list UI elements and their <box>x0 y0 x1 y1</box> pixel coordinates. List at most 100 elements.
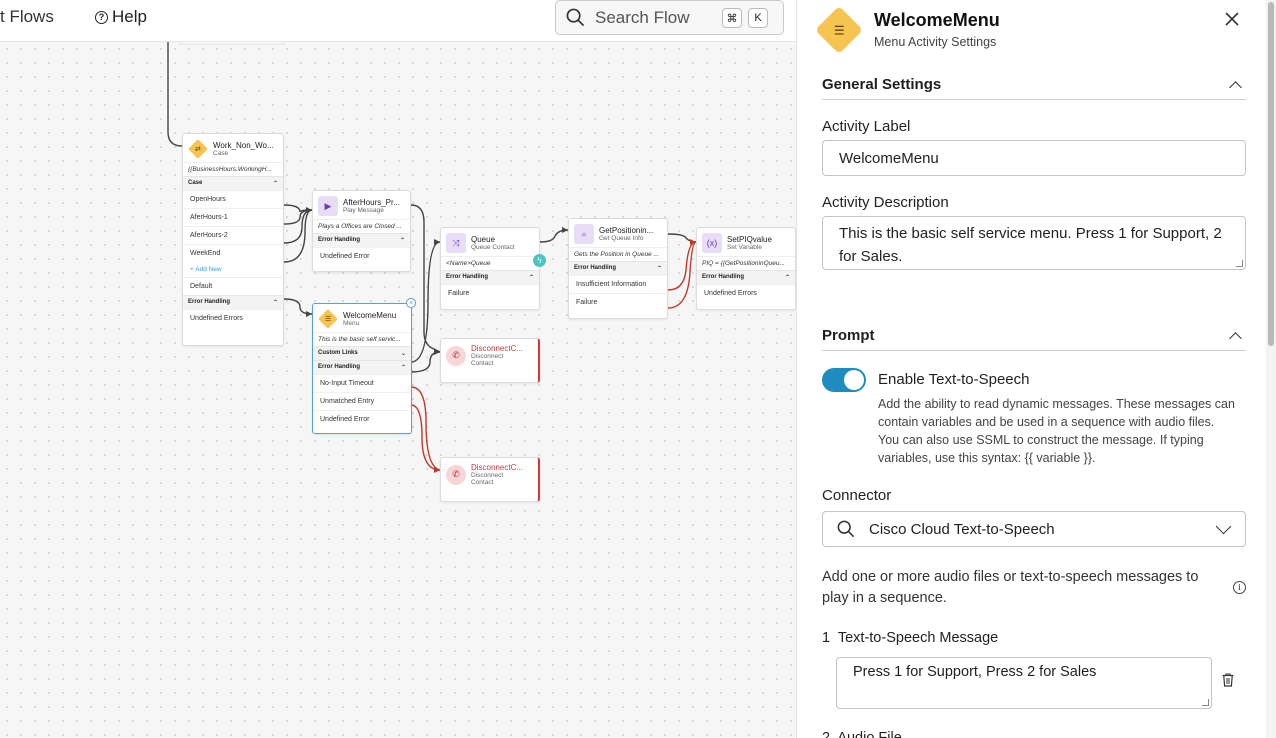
section-error-handling[interactable]: Error Handling⌃ <box>697 270 795 284</box>
get-queue-info-icon: ⌕ <box>574 224 594 244</box>
wire-unmatched-error <box>410 404 441 471</box>
section-error-handling[interactable]: Error Handling⌃ <box>441 270 539 284</box>
error-row-no-input-timeout[interactable]: No-Input Timeout <box>313 374 411 392</box>
node-title: Work_Non_Wo... <box>213 141 274 150</box>
tts-message-textarea[interactable]: Press 1 for Support, Press 2 for Sales <box>836 657 1212 709</box>
help-label: Help <box>112 7 147 26</box>
chevron-up-icon: ⌃ <box>784 275 790 281</box>
flow-canvas[interactable]: ⇄ Work_Non_Wo... Case {{BusinessHours.Wo… <box>0 42 796 738</box>
help-link[interactable]: ? Help <box>95 7 147 27</box>
node-description: {{BusinessHours.WorkingH... <box>183 162 283 176</box>
wire-default <box>283 298 313 315</box>
node-case[interactable]: ⇄ Work_Non_Wo... Case {{BusinessHours.Wo… <box>182 133 284 346</box>
node-type: Case <box>213 150 229 157</box>
panel-scrollbar[interactable] <box>1266 0 1276 738</box>
error-row-failure[interactable]: Failure <box>441 284 539 302</box>
chevron-down-icon: ⌄ <box>400 351 406 357</box>
section-error-handling[interactable]: Error Handling⌃ <box>313 360 411 374</box>
node-type: Disconnect <box>471 353 504 360</box>
error-row-undefined[interactable]: Undefined Error <box>313 247 410 265</box>
search-flow-input[interactable]: Search Flow ⌘ K <box>555 0 784 35</box>
wire-weekend <box>283 209 313 263</box>
panel-subtitle: Menu Activity Settings <box>874 35 997 49</box>
command-key-hint: ⌘ <box>722 8 742 28</box>
section-error-handling[interactable]: Error Handling⌃ <box>183 295 283 309</box>
activity-settings-panel: ☰ WelcomeMenu Menu Activity Settings Gen… <box>796 0 1266 738</box>
activity-label-input[interactable]: WelcomeMenu <box>822 140 1246 176</box>
section-error-handling[interactable]: Error Handling⌃ <box>569 261 667 275</box>
arrow-welcome <box>306 311 312 317</box>
wire-welcome-to-queue <box>410 241 441 363</box>
node-getposition[interactable]: ⌕ GetPositionin... Get Queue Info Gets t… <box>568 218 668 319</box>
node-type: Queue Contact <box>471 244 515 251</box>
case-row-weekend[interactable]: WeekEnd <box>183 244 283 262</box>
error-row-failure[interactable]: Failure <box>569 293 667 311</box>
node-type: Get Queue Info <box>599 235 644 242</box>
search-placeholder: Search Flow <box>595 7 690 27</box>
chevron-down-icon <box>1215 518 1232 535</box>
connection-wires <box>167 42 697 473</box>
error-row-insufficient-information[interactable]: Insufficient Information <box>569 275 667 293</box>
add-new-case-button[interactable]: + Add New <box>190 266 222 273</box>
node-description: <Name>Queue <box>441 256 539 270</box>
prompt-header[interactable]: Prompt <box>822 321 1246 351</box>
node-title: Queue <box>471 235 496 244</box>
node-disconnect-2[interactable]: ✆ DisconnectC... Disconnect Contact <box>440 457 540 502</box>
info-icon[interactable]: i <box>1233 581 1246 594</box>
delete-trash-icon[interactable] <box>1222 673 1234 687</box>
chevron-up-icon: ⌃ <box>272 300 278 306</box>
help-icon: ? <box>95 10 108 24</box>
case-row-default[interactable]: Default <box>183 277 283 295</box>
activity-description-textarea[interactable]: This is the basic self service menu. Pre… <box>822 216 1246 270</box>
node-welcomemenu[interactable]: ☰ WelcomeMenu Menu This is the basic sel… <box>312 303 412 434</box>
scrollbar-thumb[interactable] <box>1268 2 1274 346</box>
error-row-unmatched-entry[interactable]: Unmatched Entry <box>313 392 411 410</box>
wire-aferhours2 <box>283 209 313 244</box>
enable-tts-toggle[interactable] <box>822 368 866 392</box>
chevron-up-icon <box>1229 331 1242 345</box>
section-case[interactable]: Case⌃ <box>183 176 283 190</box>
arrow-disc2 <box>434 467 440 473</box>
error-row-undefined[interactable]: Undefined Errors <box>697 284 795 302</box>
error-row-undefined[interactable]: Undefined Errors <box>183 309 283 327</box>
section-error-handling[interactable]: Error Handling⌃ <box>313 233 410 247</box>
connector-select[interactable]: Cisco Cloud Text-to-Speech <box>822 511 1246 547</box>
node-title: AfterHours_Pr... <box>343 198 400 207</box>
chevron-up-icon: ⌃ <box>656 266 662 272</box>
node-afterhours[interactable]: ▶ AfterHours_Pr... Play Message Plays a … <box>312 190 411 272</box>
node-title: GetPositionin... <box>599 226 654 235</box>
audio-file-label: 2 Audio File <box>822 730 902 738</box>
close-node-icon[interactable]: × <box>406 298 416 308</box>
node-queue[interactable]: ⤨ Queue Queue Contact <Name>Queue Error … <box>440 227 540 310</box>
play-message-icon: ▶ <box>318 196 338 216</box>
section-custom-links[interactable]: Custom Links⌄ <box>313 346 411 360</box>
node-title: DisconnectC... <box>471 344 524 353</box>
case-row-aferhours-1[interactable]: AferHours-1 <box>183 208 283 226</box>
node-description: Gets the Position in Queue ... <box>569 247 667 261</box>
wire-afterhours-to-queue <box>410 204 441 353</box>
connector-label: Connector <box>822 487 892 504</box>
error-row-undefined[interactable]: Undefined Error <box>313 410 411 428</box>
node-type-2: Contact <box>471 360 494 367</box>
case-row-openhours[interactable]: OpenHours <box>183 190 283 208</box>
breadcrumb-flows[interactable]: t Flows <box>0 7 54 26</box>
node-disconnect-1[interactable]: ✆ DisconnectC... Disconnect Contact <box>440 338 540 383</box>
wire-failure-error <box>667 241 697 309</box>
resize-grip-icon[interactable] <box>1236 260 1243 267</box>
connector-value: Cisco Cloud Text-to-Speech <box>869 520 1055 538</box>
case-row-aferhours-2[interactable]: AferHours-2 <box>183 226 283 244</box>
tts-message-label: 1 Text-to-Speech Message <box>822 630 999 646</box>
menu-activity-icon: ☰ <box>814 5 864 55</box>
resize-grip-icon[interactable] <box>1202 699 1209 706</box>
event-lightning-icon[interactable]: ϟ <box>533 254 546 267</box>
node-setpiqvalue[interactable]: (x) SetPIQvalue Set Variable PIQ = {{Get… <box>696 227 796 310</box>
node-description: Plays a Offices are Closed ... <box>313 219 410 233</box>
close-icon <box>1225 12 1239 26</box>
arrow-disc1 <box>434 349 440 355</box>
chevron-up-icon: ⌃ <box>528 275 534 281</box>
close-panel-button[interactable] <box>1225 6 1239 32</box>
menu-icon: ☰ <box>318 309 338 329</box>
node-title: SetPIQvalue <box>727 235 772 244</box>
general-settings-header[interactable]: General Settings <box>822 70 1246 100</box>
search-icon <box>566 8 585 27</box>
